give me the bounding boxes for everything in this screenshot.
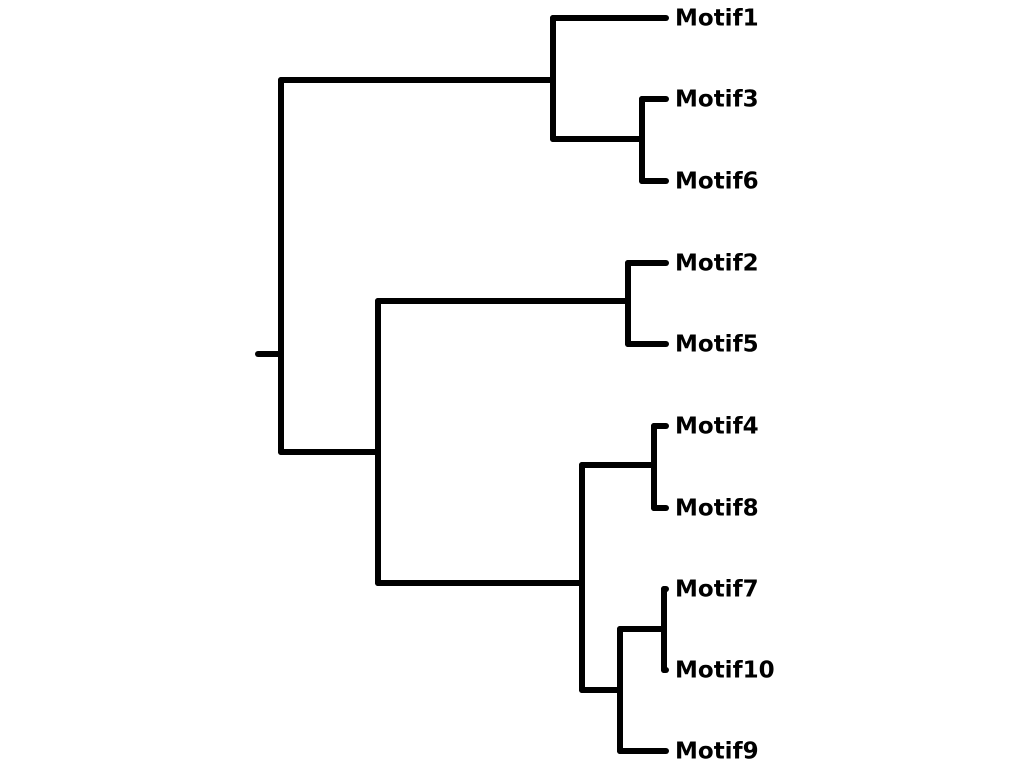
leaf-label-motif7: Motif7 xyxy=(675,577,759,603)
leaf-label-motif1: Motif1 xyxy=(675,6,759,32)
leaf-label-motif3: Motif3 xyxy=(675,87,759,113)
leaf-label-motif4: Motif4 xyxy=(675,414,759,440)
leaf-label-motif5: Motif5 xyxy=(675,332,759,358)
leaf-labels: Motif1 Motif3 Motif6 Motif2 Motif5 Motif… xyxy=(675,6,775,765)
dendrogram-branches xyxy=(255,15,669,754)
leaf-label-motif10: Motif10 xyxy=(675,658,775,684)
leaf-label-motif2: Motif2 xyxy=(675,251,759,277)
leaf-label-motif6: Motif6 xyxy=(675,169,759,195)
leaf-label-motif9: Motif9 xyxy=(675,739,759,765)
leaf-label-motif8: Motif8 xyxy=(675,496,759,522)
